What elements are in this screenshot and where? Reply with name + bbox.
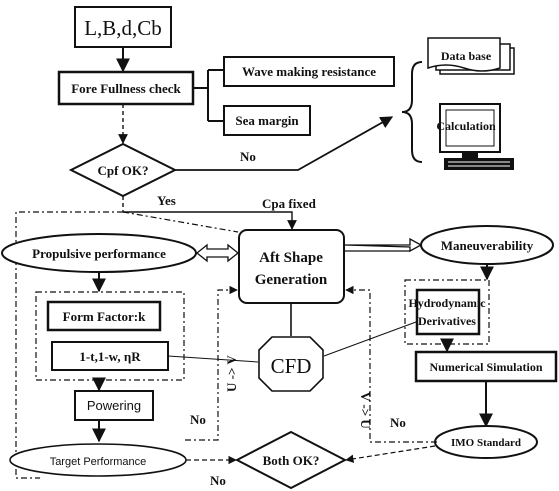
hydro-label-2: Derivatives [418,314,476,328]
double-arrow-right [344,237,423,253]
cpf-ok-label: Cpf OK? [98,163,149,178]
propulsive-label: Propulsive performance [32,246,166,261]
propulsive-node: Propulsive performance [1,233,197,273]
numerical-simulation-node: Numerical Simulation [414,350,558,383]
loop-diagonal [122,211,239,233]
aft-shape-label-1: Aft Shape [259,250,323,266]
powering-node: Powering [74,390,154,421]
target-no-label: No [190,412,206,427]
fore-branch-connector [193,69,224,122]
fore-fullness-label: Fore Fullness check [71,81,181,96]
database-stack-icon [427,37,515,75]
cfd-to-left-line [167,355,259,363]
input-params-label: L,B,d,Cb [84,16,162,40]
aft-shape-node: Aft Shape Generation [238,229,345,304]
maneuverability-label: Maneuverability [441,238,534,253]
maneuverability-node: Maneuverability [420,225,554,265]
hydro-group-frame [404,279,490,345]
arrow-cpf-no [175,116,394,171]
sea-margin-node: Sea margin [223,105,311,136]
cfd-label: CFD [271,354,312,378]
v-to-u-label: V -> U [358,392,373,429]
hydro-derivatives-node: Hydrodynamic Derivatives [408,288,486,336]
desktop-computer-icon [439,103,514,170]
double-arrow-left [195,243,240,263]
thrust-wake-label: 1-t,1-w, ηR [79,349,141,364]
u-to-v-label: U -> V [224,355,239,392]
cpf-ok-decision: Cpf OK? [68,142,178,198]
form-factor-label: Form Factor:k [63,309,146,324]
imo-label: IMO Standard [451,437,521,449]
cfd-node: CFD [258,336,324,392]
target-performance-node: Target Performance [9,443,187,477]
propulsion-group-frame [35,291,185,381]
loop-v-to-u [345,285,437,443]
form-factor-node: Form Factor:k [46,300,162,332]
both-ok-label: Both OK? [263,453,320,468]
aft-shape-label-2: Generation [255,272,328,288]
hydro-label-1: Hydrodynamic [408,296,486,310]
loop-u-to-v [185,285,238,441]
curly-brace [401,61,423,163]
wave-resistance-label: Wave making resistance [242,64,376,79]
both-ok-decision: Both OK? [234,430,348,490]
imo-standard-node: IMO Standard [434,425,538,459]
target-performance-label: Target Performance [50,456,147,468]
imo-no-label: No [390,415,406,430]
bottom-no-label: No [210,473,226,488]
database-label: Data base [441,49,492,63]
cpf-yes-label: Yes [157,193,176,208]
outer-loop-frame [15,211,123,479]
calculation-label: Calculation [436,119,496,133]
fore-fullness-node: Fore Fullness check [57,70,195,106]
input-params-node: L,B,d,Cb [74,6,172,48]
thrust-wake-node: 1-t,1-w, ηR [51,341,169,371]
cpf-no-label: No [240,149,256,164]
arrow-imo-to-both [345,445,436,463]
numerical-sim-label: Numerical Simulation [430,360,543,374]
arrow-yes-to-aft [123,211,297,230]
cpa-fixed-label: Cpa fixed [262,196,317,211]
sea-margin-label: Sea margin [235,113,299,128]
wave-resistance-node: Wave making resistance [223,56,395,87]
powering-label: Powering [87,398,141,413]
